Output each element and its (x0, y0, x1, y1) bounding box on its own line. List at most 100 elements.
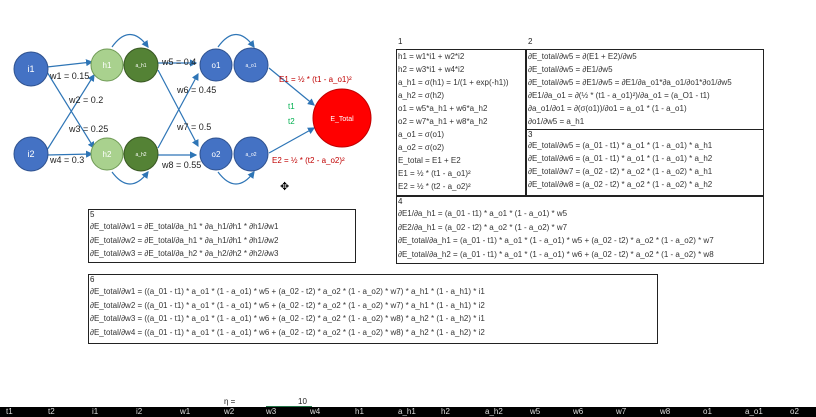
label-o1: o1 (212, 61, 221, 70)
formula-box-2-3 (526, 49, 764, 196)
column-header[interactable]: w3 (266, 407, 277, 416)
neural-network-diagram: i1 i2 h1 a_h1 h2 a_h2 o1 a_o1 o2 a_o2 E_… (13, 33, 372, 185)
column-header[interactable]: i2 (136, 407, 143, 416)
eta-value[interactable]: 10 (298, 397, 307, 406)
column-header[interactable]: t1 (6, 407, 13, 416)
box2-line: ∂E_total/∂w5 = ∂E1/∂w5 (528, 65, 613, 74)
column-header[interactable]: a_h1 (398, 407, 416, 416)
formula-box-4 (396, 196, 764, 264)
column-header[interactable]: i1 (92, 407, 99, 416)
box4-line: ∂E_total/∂a_h1 = (a_01 - t1) * a_o1 * (1… (398, 236, 714, 245)
weight-w1: w1 = 0.15 (49, 71, 89, 81)
box-4-number: 4 (398, 197, 403, 206)
box4-line: ∂E_total/∂a_h2 = (a_01 - t1) * a_o1 * (1… (398, 249, 714, 259)
column-header[interactable]: t2 (48, 407, 55, 416)
node-a-o2 (233, 136, 269, 172)
box-5-number: 5 (90, 210, 95, 219)
box6-line: ∂E_total/∂w1 = ((a_01 - t1) * a_o1 * (1 … (90, 287, 485, 296)
node-a-h1 (123, 47, 159, 83)
edge-ah1-o2 (157, 69, 199, 148)
weight-w5: w5 = 0.4 (161, 57, 196, 67)
divider-box-2-3 (526, 129, 764, 130)
formula-box-6 (88, 274, 658, 344)
box1-line: h2 = w3*i1 + w4*i2 (398, 65, 465, 74)
node-i2 (13, 136, 49, 172)
node-i1 (13, 51, 49, 87)
selected-cell-indicator (266, 406, 312, 407)
edge-i1-h1 (46, 59, 94, 68)
node-a-o1 (233, 47, 269, 83)
label-o2: o2 (212, 150, 221, 159)
box5-line: ∂E_total/∂w3 = ∂E_total/∂a_h2 * ∂a_h2/∂h… (90, 249, 279, 258)
edge-i1-h2 (46, 71, 95, 150)
box2-line: ∂E1/∂a_o1 = ∂(½ * (t1 - a_o1)²)/∂a_o1 = … (528, 91, 710, 100)
column-header[interactable]: w2 (224, 407, 235, 416)
box-1-number: 1 (398, 37, 403, 46)
label-a-h2: a_h2 (135, 152, 146, 158)
weight-w8: w8 = 0.55 (161, 160, 201, 170)
box4-line: ∂E2/∂a_h1 = (a_02 - t2) * a_o2 * (1 - a_… (398, 222, 568, 232)
box3-line: ∂E_total/∂w6 = (a_01 - t1) * a_o1 * (1 -… (528, 154, 713, 163)
edge-i2-h1 (46, 73, 95, 151)
box2-line: ∂a_o1/∂o1 = ∂(σ(o1))/∂o1 = a_o1 * (1 - a… (528, 104, 687, 113)
box2-line: ∂E_total/∂w5 = ∂(E1 + E2)/∂w5 (528, 52, 637, 61)
weight-w6: w6 = 0.45 (176, 85, 216, 95)
weight-w3: w3 = 0.25 (68, 124, 108, 134)
target-t2: t2 (288, 117, 295, 126)
box5-line: ∂E_total/∂w2 = ∂E_total/∂a_h1 * ∂a_h1/∂h… (90, 235, 279, 245)
node-h2 (90, 137, 124, 171)
box4-line: ∂E1/∂a_h1 = (a_01 - t1) * a_o1 * (1 - a_… (398, 209, 568, 218)
column-header[interactable]: h1 (355, 407, 364, 416)
box1-line: o1 = w5*a_h1 + w6*a_h2 (398, 104, 488, 113)
error-e1-formula: E1 = ½ * (t1 - a_o1)² (279, 75, 352, 84)
label-a-o1: a_o1 (245, 63, 256, 69)
loop-arrow-h1 (111, 33, 149, 48)
column-header[interactable]: w6 (573, 407, 584, 416)
box3-line: ∂E_total/∂w8 = (a_02 - t2) * a_o2 * (1 -… (528, 180, 713, 189)
box6-line: ∂E_total/∂w2 = ((a_01 - t1) * a_o1 * (1 … (90, 300, 485, 310)
box1-line: a_h2 = σ(h2) (398, 91, 445, 100)
node-h1 (90, 48, 124, 82)
box1-line: o2 = w7*a_h1 + w8*a_h2 (398, 117, 488, 126)
weight-w4: w4 = 0.3 (49, 155, 84, 165)
box2-line: ∂o1/∂w5 = a_h1 (528, 117, 585, 126)
column-header[interactable]: w5 (530, 407, 541, 416)
box-2-number: 2 (528, 37, 533, 46)
box1-line: h1 = w1*i1 + w2*i2 (398, 52, 465, 61)
column-header[interactable]: w4 (310, 407, 321, 416)
box1-line: a_o1 = σ(o1) (398, 130, 445, 139)
box6-line: ∂E_total/∂w3 = ((a_01 - t1) * a_o1 * (1 … (90, 314, 485, 323)
formula-box-1 (396, 49, 526, 196)
box-3-number: 3 (528, 130, 533, 139)
label-i1: i1 (27, 64, 34, 74)
column-header[interactable]: w1 (180, 407, 191, 416)
edge-ao1-etotal (268, 67, 315, 106)
column-header[interactable]: h2 (441, 407, 450, 416)
node-o2 (199, 137, 233, 171)
formula-box-5 (88, 209, 356, 263)
label-e-total: E_Total (330, 116, 354, 123)
box1-line: a_h1 = σ(h1) = 1/(1 + exp(-h1)) (398, 78, 509, 87)
eta-label: η = (224, 397, 236, 406)
label-a-h1: a_h1 (135, 63, 146, 69)
weight-w7: w7 = 0.5 (176, 122, 211, 132)
box1-line: E1 = ½ * (t1 - a_o1)² (398, 169, 471, 178)
box6-line: ∂E_total/∂w4 = ((a_01 - t1) * a_o1 * (1 … (90, 327, 485, 337)
column-header[interactable]: w7 (616, 407, 627, 416)
column-header[interactable]: w8 (660, 407, 671, 416)
column-header[interactable]: a_h2 (485, 407, 503, 416)
column-header[interactable]: o2 (790, 407, 799, 416)
loop-arrow-o1 (217, 33, 255, 48)
box3-line: ∂E_total/∂w7 = (a_02 - t2) * a_o2 * (1 -… (528, 167, 713, 176)
box3-line: ∂E_total/∂w5 = (a_01 - t1) * a_o1 * (1 -… (528, 141, 713, 150)
box1-line: a_o2 = σ(o2) (398, 143, 445, 152)
column-header[interactable]: a_o1 (745, 407, 763, 416)
loop-arrow-o2 (217, 171, 255, 185)
weight-w2: w2 = 0.2 (68, 95, 103, 105)
box1-line: E_total = E1 + E2 (398, 156, 461, 165)
node-e-total (312, 88, 372, 148)
loop-arrow-h2 (111, 171, 149, 185)
label-a-o2: a_o2 (245, 152, 256, 158)
box-6-number: 6 (90, 275, 95, 284)
column-header[interactable]: o1 (703, 407, 712, 416)
